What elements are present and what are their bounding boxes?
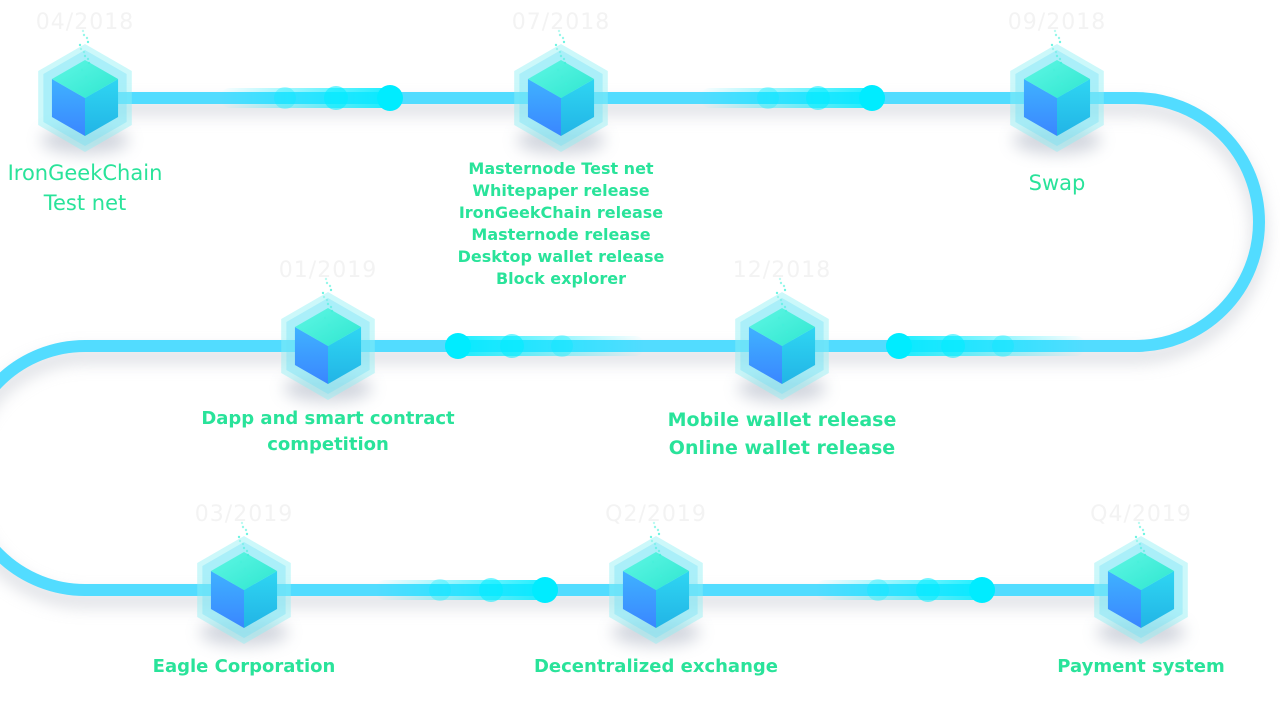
milestone-label-line: competition [267,434,389,455]
milestone-label: Eagle Corporation [84,654,404,680]
milestone-label-line: Desktop wallet release [457,247,665,266]
track-pulse [445,333,645,359]
milestone-cube-icon [38,29,132,154]
track-pulse [220,85,403,111]
milestone-cube-icon [1010,29,1104,154]
milestone-label: Swap [897,168,1217,198]
track-pulse [886,333,1086,359]
milestone-cube-icon [1094,521,1188,646]
milestone-cube-icon [197,521,291,646]
milestone-date: 09/2018 [1007,10,1107,35]
milestone-label-line: Decentralized exchange [533,656,778,677]
track-pulse [375,577,558,603]
milestone-cube-icon [514,29,608,154]
milestone-label-line: IronGeekChain [7,161,163,185]
milestone-date: 07/2018 [511,10,611,35]
milestone-cube-icon [281,277,375,402]
milestone-label-line: Mobile wallet release [667,409,897,431]
track-pulse [815,577,995,603]
milestone-date: Q4/2019 [1090,502,1192,527]
milestone-label-line: Dapp and smart contract [201,408,455,429]
milestone-label-line: Swap [1028,171,1086,195]
track-pulse [700,85,885,111]
milestone-date: 04/2018 [35,10,135,35]
milestone-label-line: Test net [43,191,127,215]
milestone-label-line: Whitepaper release [472,181,650,200]
milestone-label-line: Eagle Corporation [152,656,336,677]
milestone-date: 01/2019 [278,258,378,283]
milestone-label-line: Payment system [1057,656,1225,677]
milestone-label-line: Online wallet release [668,437,896,459]
milestone-date: Q2/2019 [605,502,707,527]
milestone-label-line: Masternode Test net [468,159,654,178]
milestone-label-line: Masternode release [471,225,651,244]
milestone-label: Payment system [981,654,1280,680]
milestone-label-line: IronGeekChain release [458,203,664,222]
milestone-cube-icon [735,277,829,402]
milestone-date: 03/2019 [194,502,294,527]
milestone-label-line: Block explorer [495,269,627,288]
milestone-cube-icon [609,521,703,646]
milestone-label: Decentralized exchange [496,654,816,680]
milestone-label: Dapp and smart contract competition [168,406,488,458]
milestone-date: 12/2018 [732,258,832,283]
